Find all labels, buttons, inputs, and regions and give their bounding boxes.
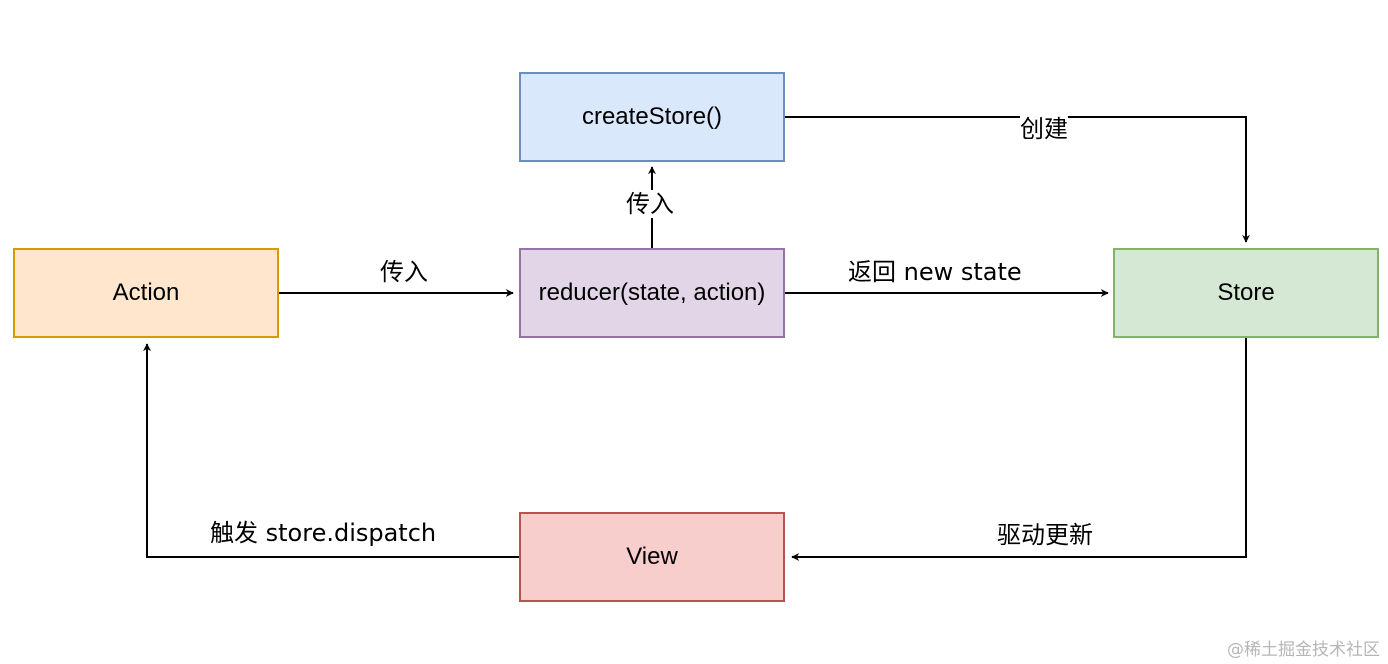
edge-label-view-to-action: 触发 store.dispatch <box>210 519 437 547</box>
action-node: Action <box>13 248 279 338</box>
edge-label-reducer-to-store: 返回 new state <box>848 258 1022 286</box>
store-label: Store <box>1217 279 1275 306</box>
reducer-node: reducer(state, action) <box>519 248 785 338</box>
view-label: View <box>626 543 678 570</box>
watermark: @稀土掘金技术社区 <box>1227 640 1380 660</box>
view-node: View <box>519 512 785 602</box>
action-label: Action <box>112 279 180 306</box>
create-store-label: createStore() <box>581 103 723 130</box>
reducer-label: reducer(state, action) <box>538 279 766 306</box>
edge-label-store-to-view: 驱动更新 <box>997 521 1093 549</box>
edge-create-store-to-store <box>785 116 1250 243</box>
edge-label-action-to-reducer: 传入 <box>380 258 428 286</box>
edge-label-create-store-to-store: 创建 <box>1020 115 1068 143</box>
store-node: Store <box>1113 248 1379 338</box>
edge-label-reducer-to-create-store: 传入 <box>626 190 674 218</box>
create-store-node: createStore() <box>519 72 785 162</box>
edge-store-to-view <box>791 338 1247 561</box>
edge-view-to-action <box>143 343 519 558</box>
